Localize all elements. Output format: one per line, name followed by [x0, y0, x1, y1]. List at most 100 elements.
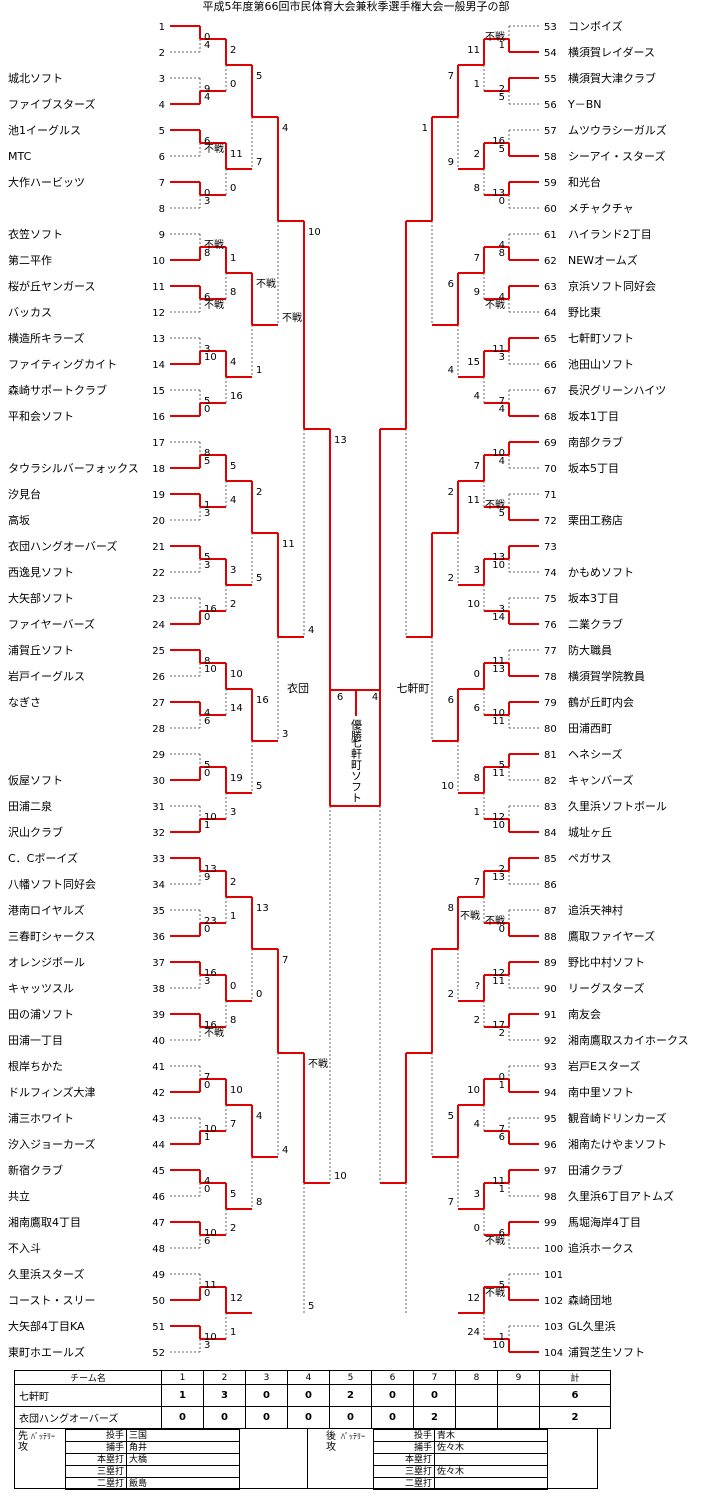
team-name: 長沢グリーンハイツ	[568, 383, 666, 397]
inning-runs: 0	[371, 1384, 414, 1407]
match-score: 11	[492, 976, 505, 987]
match-score: 6	[204, 136, 210, 147]
match-score: 0	[230, 79, 236, 90]
slot-number: 42	[152, 1088, 165, 1099]
slot-number: 7	[159, 178, 165, 189]
team-name: 二業クラブ	[568, 617, 623, 631]
slot-number: 93	[544, 1062, 557, 1073]
team-name: バッカス	[8, 306, 52, 319]
slot-number: 59	[544, 178, 557, 189]
match-score: 19	[230, 773, 243, 784]
team-name: ハイランド2丁目	[568, 228, 652, 241]
slot-number: 96	[544, 1140, 557, 1151]
team-name: コースト・スリー	[8, 1294, 95, 1307]
team-name: タウラシルバーフォックス	[8, 462, 139, 475]
match-score: 9	[448, 157, 454, 168]
slot-number: 3	[159, 74, 165, 85]
match-score: 8	[204, 248, 210, 259]
slot-number: 20	[152, 516, 165, 527]
match-score: 7	[499, 396, 505, 407]
team-name: 南中里ソフト	[568, 1086, 634, 1099]
match-score: 2	[474, 1015, 480, 1026]
match-score: 1	[422, 123, 428, 134]
match-score: 16	[204, 968, 217, 979]
match-score: 0	[204, 768, 210, 779]
match-score: 0	[204, 32, 210, 43]
match-score: 3	[474, 565, 480, 576]
team-name: コンボイズ	[568, 19, 623, 33]
team-name: 馬堀海岸4丁目	[568, 1215, 641, 1229]
team-name: Y－BN	[567, 98, 602, 111]
match-score: 4	[474, 391, 480, 402]
team-name: ファイブスターズ	[8, 97, 95, 111]
match-score: 13	[492, 664, 505, 675]
slot-number: 35	[152, 906, 165, 917]
match-score: 13	[256, 903, 269, 914]
inning-runs: 0	[245, 1406, 288, 1429]
match-score: 13	[334, 435, 347, 446]
slot-number: 58	[544, 152, 557, 163]
slot-number: 89	[544, 958, 557, 969]
match-score: 5	[499, 92, 505, 103]
match-score: 24	[467, 1327, 480, 1338]
match-score: 4	[204, 92, 210, 103]
slot-number: 24	[152, 620, 165, 631]
total-runs: 2	[539, 1406, 611, 1429]
match-score: 2	[499, 864, 505, 875]
champion-label: 優勝	[350, 719, 363, 742]
match-score: 4	[308, 625, 314, 636]
slot-number: 52	[152, 1348, 165, 1359]
role-label: 捕手	[65, 1441, 127, 1454]
match-score: 1	[256, 365, 262, 376]
match-score: 23	[204, 916, 217, 927]
match-score: 5	[308, 1301, 314, 1312]
team-name: 浦賀丘ソフト	[8, 644, 74, 657]
match-score: 0	[204, 1288, 210, 1299]
match-score: 不戦	[204, 142, 224, 155]
slot-number: 25	[152, 646, 165, 657]
slot-number: 63	[544, 282, 557, 293]
match-score: 12	[492, 812, 505, 823]
match-score: 8	[256, 1197, 262, 1208]
champion-team-name: 七軒町ソフト	[350, 737, 363, 803]
slot-number: 8	[159, 204, 165, 215]
slot-number: 51	[152, 1322, 165, 1333]
team-name: 衣笠ソフト	[8, 227, 63, 241]
slot-number: 29	[152, 750, 165, 761]
match-score: 3	[499, 604, 505, 615]
slot-number: 31	[152, 802, 165, 813]
slot-number: 103	[544, 1322, 563, 1333]
team-name: 田浦クラブ	[568, 1163, 623, 1177]
match-score: 0	[474, 1223, 480, 1234]
inning-1-header: 1	[161, 1370, 204, 1385]
match-score: 9	[204, 872, 210, 883]
team-name: オレンジボール	[8, 956, 85, 969]
slot-number: 86	[544, 880, 557, 891]
inning-runs: 0	[245, 1384, 288, 1407]
team-name: 観音崎ドリンカーズ	[568, 1111, 666, 1125]
match-score: ?	[475, 981, 480, 992]
inning-2-header: 2	[203, 1370, 246, 1385]
inning-5-header: 5	[329, 1370, 372, 1385]
match-score: 1	[204, 500, 210, 511]
match-score: 0	[230, 981, 236, 992]
team-name: 浦三ホワイト	[8, 1112, 74, 1125]
team-name: 共立	[8, 1189, 30, 1203]
match-score: 13	[204, 864, 217, 875]
match-score: 1	[230, 1327, 236, 1338]
match-score: 不戦	[485, 30, 505, 43]
role-label: 投手	[65, 1429, 127, 1442]
match-score: 11	[467, 45, 480, 56]
match-score: 3	[230, 807, 236, 818]
match-score: 10	[204, 812, 217, 823]
team-name: C．Cボーイズ	[8, 851, 78, 865]
match-score: 12	[467, 1293, 480, 1304]
inning-runs	[455, 1406, 498, 1429]
match-score: 6	[204, 1236, 210, 1247]
slot-number: 75	[544, 594, 557, 605]
match-score: 1	[499, 40, 505, 51]
team-name: 横須賀レイダース	[568, 45, 655, 59]
inning-runs: 2	[329, 1384, 372, 1407]
team-name: 池1イーグルス	[8, 123, 81, 137]
match-score: 10	[441, 781, 454, 792]
